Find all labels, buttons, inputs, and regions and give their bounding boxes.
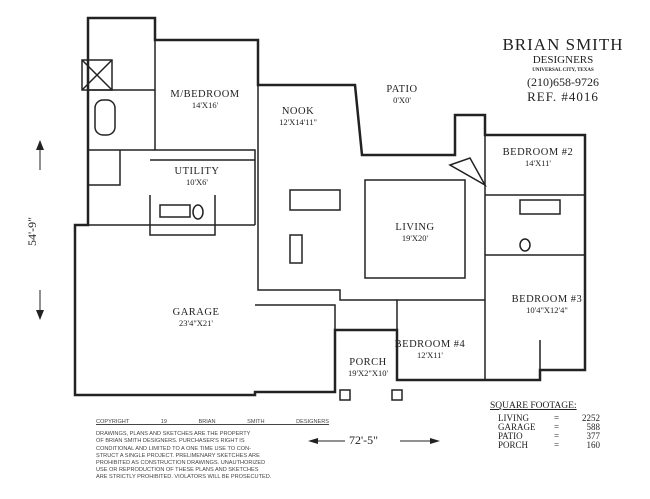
sqft-value: 160 [586,440,601,450]
sqft-label: PATIO [498,431,523,441]
room-dim: 12'X11' [417,350,443,360]
room-name: BEDROOM #2 [502,147,574,158]
exterior-walls [73,16,587,397]
sqft-row: GARAGE=588 [498,422,601,432]
room-name: BEDROOM #3 [511,294,583,305]
copyright-line: DRAWINGS, PLANS AND SKETCHES ARE THE PRO… [96,431,251,438]
copyright-heading: COPYRIGHT 19 BRIAN SMITH DESIGNERS [96,419,330,425]
room-dim: 12'X14'11" [279,117,317,127]
copyright-line: OF BRIAN SMITH DESIGNERS. PURCHASER'S RI… [96,438,245,445]
room-dim: 19'X2"X10' [347,368,389,378]
copyright-line: STRUCT A SINGLE PROJECT. PRELIMENARY SKE… [96,452,260,459]
room-name: PATIO [386,84,418,95]
sqft-row: PATIO=377 [498,431,601,441]
room-dim: 10'4"X12'4" [526,305,568,315]
sqft-label: LIVING [498,413,529,423]
sqft-label: PORCH [498,440,529,450]
room-name: BEDROOM #4 [394,339,466,350]
room-dim: 0'X0' [393,95,411,105]
copyright-notice: COPYRIGHT 19 BRIAN SMITH DESIGNERS DRAWI… [96,419,329,482]
room-dim: 10'X6' [186,177,208,187]
sqft-row: PORCH=160 [498,440,601,450]
company-sub: DESIGNERS [532,54,594,66]
company-city: UNIVERSAL CITY, TEXAS [532,68,594,73]
square-footage-heading: SQUARE FOOTAGE: [490,401,577,411]
copyright-line: PROHIBITED AS CONSTRUCTION DRAWINGS. UNA… [96,460,266,467]
dimension-lines [39,150,430,442]
room-name: NOOK [281,106,315,117]
room-name: LIVING [395,222,435,233]
room-dim: 14'X11' [525,158,551,168]
plan-ref: REF. #4016 [527,89,599,104]
room-dim: 23'4"X21' [179,318,213,328]
company-phone: (210)658-9726 [527,75,599,89]
company-name: BRIAN SMITH [502,35,624,54]
sqft-value: 588 [586,422,601,432]
width-dimension: 72'-5" [349,433,379,447]
square-footage-table: SQUARE FOOTAGE: LIVING=2252 GARAGE=588 P… [490,401,601,450]
designer-title-block: BRIAN SMITH DESIGNERS UNIVERSAL CITY, TE… [498,35,628,105]
room-name: UTILITY [174,166,220,177]
sqft-value: 2252 [582,413,600,423]
sqft-value: 377 [586,431,601,441]
interior-walls [81,40,585,401]
sqft-row: LIVING=2252 [498,413,600,423]
copyright-line: ARE STRICTLY PROHIBITED. VIOLATORS WILL … [96,474,272,481]
room-dim: 19'X20' [401,233,429,243]
room-dim: 14'X16' [191,100,219,110]
room-name: PORCH [349,357,387,368]
sqft-label: GARAGE [498,422,536,432]
room-name: M/BEDROOM [170,89,240,100]
copyright-line: CONDITIONAL AND LIMITED TO A ONE TIME US… [96,445,251,452]
depth-dimension: 54'-9" [25,216,40,247]
copyright-line: USE OR REPRODUCTION OF THESE PLANS AND S… [96,467,259,474]
room-name: GARAGE [172,307,220,318]
